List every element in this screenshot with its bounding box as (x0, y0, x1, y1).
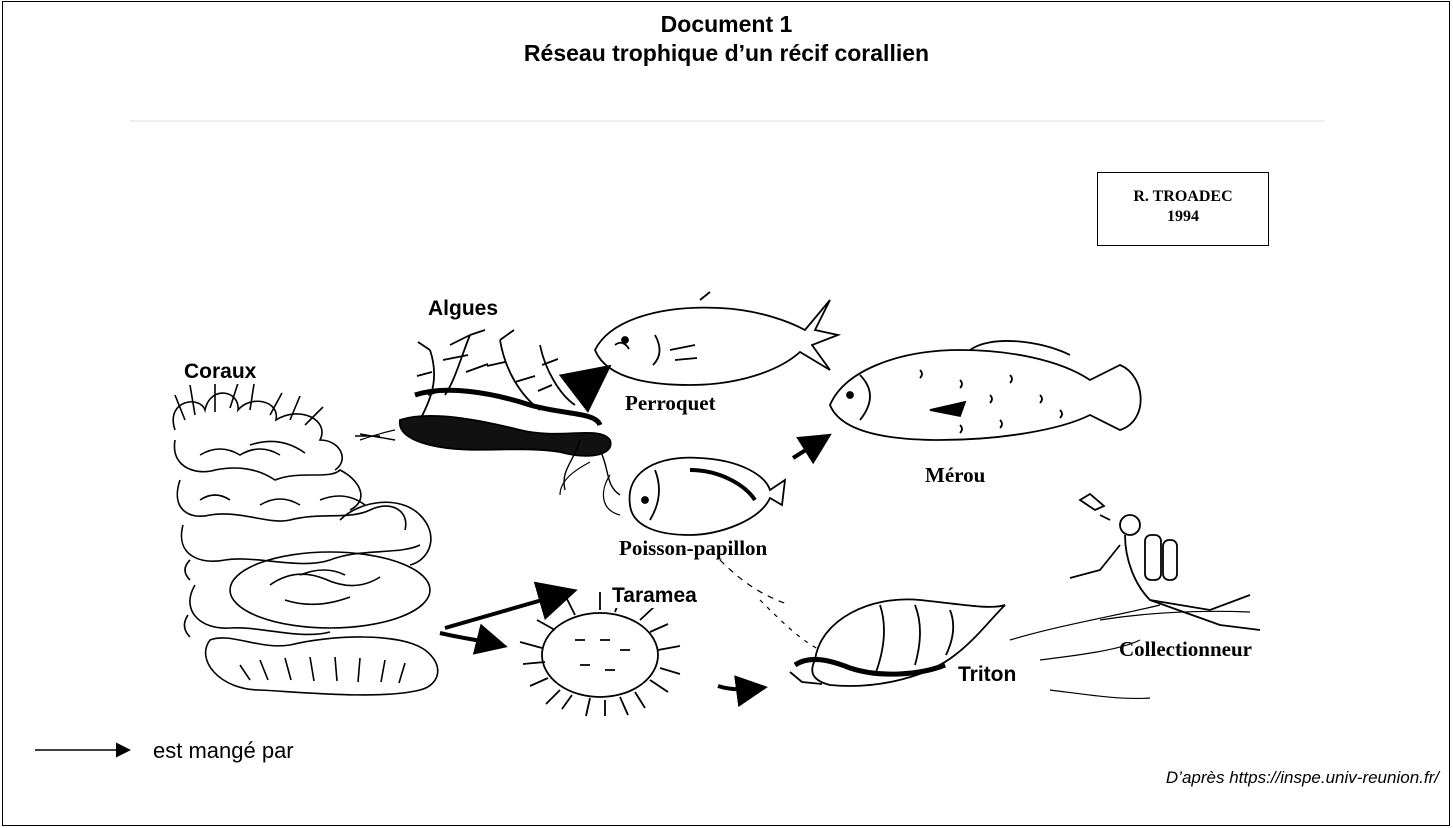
arrow-papillon-merou (793, 438, 825, 458)
arrow-taramea-triton (718, 686, 760, 689)
parrotfish-drawing (595, 292, 838, 385)
label-algues: Algues (428, 297, 498, 321)
label-collectionneur: Collectionneur (1119, 637, 1252, 662)
label-coraux: Coraux (184, 360, 256, 384)
coral-drawing (173, 383, 438, 695)
source-citation: D’après https://inspe.univ-reunion.fr/ (1166, 768, 1439, 788)
urchin-drawing (520, 592, 680, 716)
arrow-coraux-taramea (440, 633, 500, 645)
label-taramea: Taramea (612, 584, 697, 608)
butterflyfish-drawing (630, 458, 785, 535)
label-merou: Mérou (925, 463, 985, 488)
arrow-coraux-papillon (445, 592, 570, 628)
label-perroquet: Perroquet (625, 391, 716, 416)
grouper-drawing (830, 341, 1141, 440)
label-triton: Triton (958, 663, 1016, 687)
label-poisson-papillon: Poisson-papillon (619, 536, 767, 561)
algae-drawing (355, 330, 620, 495)
arrow-algues-perroquet (585, 372, 602, 385)
legend-label: est mangé par (153, 738, 294, 764)
diver-drawing (1070, 494, 1260, 630)
